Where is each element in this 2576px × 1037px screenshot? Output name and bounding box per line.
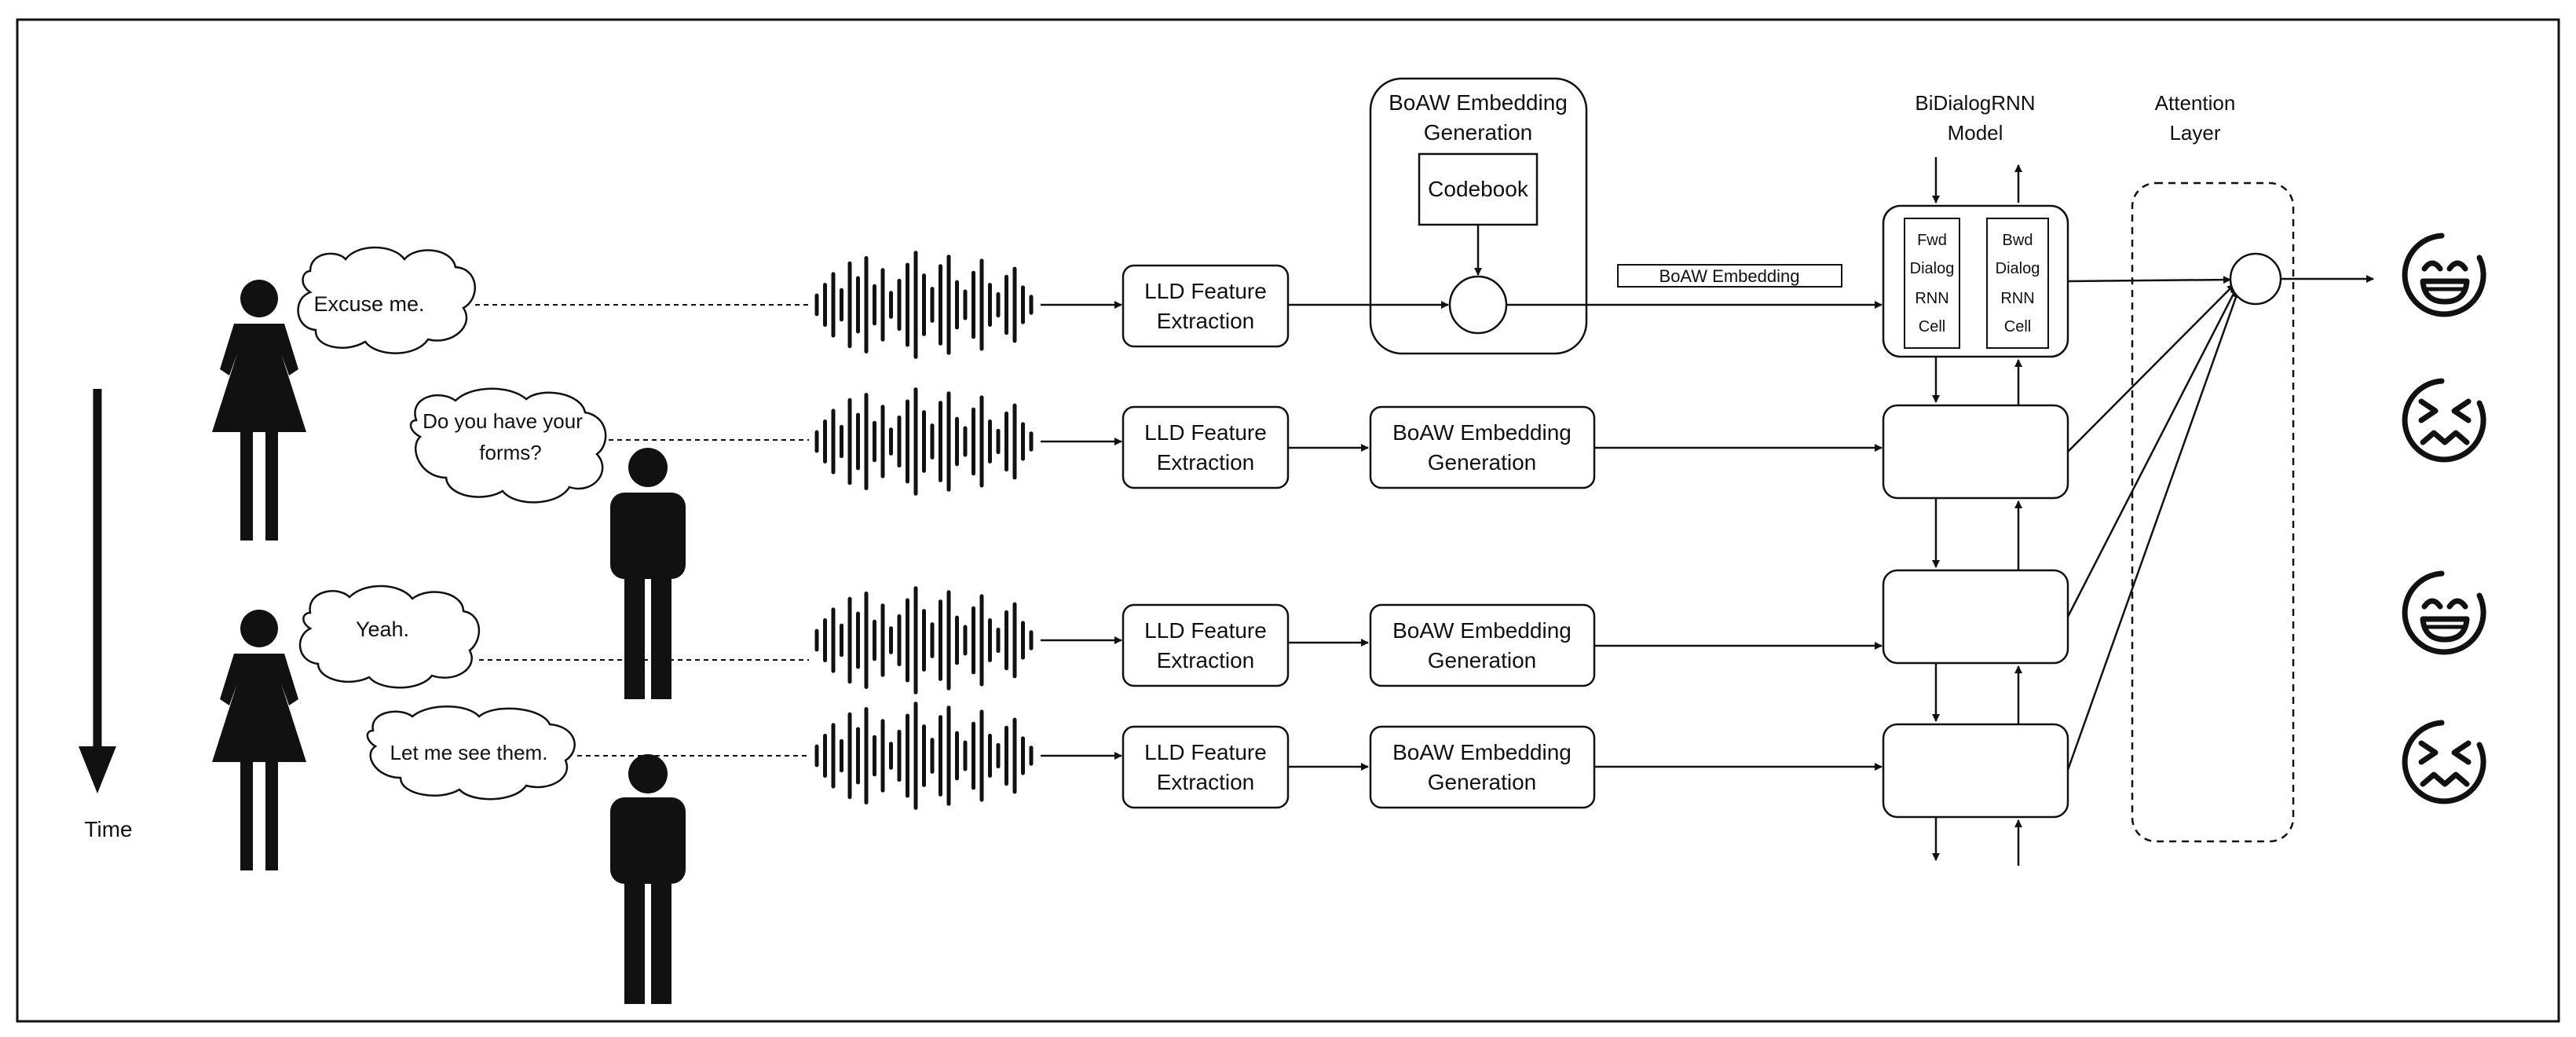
utterance-4-text: Let me see them.: [390, 741, 548, 764]
boaw-to-rnn-arrows: [1594, 444, 1883, 771]
rnn-title-1: BiDialogRNN: [1915, 91, 2035, 115]
bwd-cell-line-2: Dialog: [1996, 260, 2040, 277]
fwd-cell-line-2: Dialog: [1910, 260, 1955, 277]
attention-title-2: Layer: [2169, 121, 2220, 145]
disgusted-face-icon: [2402, 720, 2486, 804]
lld-box-4-line-1: LLD Feature: [1144, 740, 1267, 764]
time-label: Time: [84, 817, 132, 841]
lld-box-1-line-2: Extraction: [1157, 309, 1255, 333]
boaw-box-3-line-2: Generation: [1428, 648, 1537, 672]
speech-cloud-4: Let me see them.: [366, 705, 576, 801]
lld-box-2-line-2: Extraction: [1157, 450, 1255, 475]
speech-cloud-2: Do you have your forms?: [409, 387, 607, 504]
boaw-box-2-line-1: BoAW Embedding: [1392, 420, 1572, 445]
speech-cloud-3: Yeah.: [298, 584, 481, 689]
attention-layer-box: [2131, 181, 2295, 843]
boaw-expanded-block: BoAW Embedding Generation Codebook: [1369, 77, 1588, 355]
disgusted-face-icon: [2402, 378, 2486, 463]
happy-face-icon: [2402, 233, 2486, 317]
boaw-box-2: BoAW Embedding Generation: [1369, 405, 1596, 489]
waveform-1: [814, 251, 1034, 359]
fwd-cell-line-1: Fwd: [1917, 232, 1947, 249]
lld-box-3: LLD Feature Extraction: [1122, 603, 1290, 687]
rnn-to-attention-arrows: [2066, 276, 2240, 771]
bwd-cell: [1986, 218, 2049, 349]
boaw-box-3-line-1: BoAW Embedding: [1392, 618, 1572, 643]
bwd-cell-line-3: RNN: [2000, 290, 2034, 307]
diagram-frame: [16, 18, 2560, 1023]
attention-title-1: Attention: [2155, 91, 2236, 115]
lld-box-3-line-2: Extraction: [1157, 648, 1255, 672]
lld-box-4-line-2: Extraction: [1157, 770, 1255, 794]
attention-node: [2229, 252, 2282, 306]
speaker-woman-2: [212, 610, 306, 870]
lld-box-1: LLD Feature Extraction: [1122, 264, 1290, 348]
lld-box-4: LLD Feature Extraction: [1122, 725, 1290, 809]
fwd-cell-line-4: Cell: [1919, 318, 1945, 335]
boaw-box-4-line-1: BoAW Embedding: [1392, 740, 1572, 764]
codebook-label: Codebook: [1428, 177, 1529, 201]
speech-cloud-1: Excuse me.: [297, 246, 476, 354]
boaw-box-2-line-2: Generation: [1428, 450, 1537, 475]
utterance-1-text: Excuse me.: [313, 292, 424, 316]
lld-box-2: LLD Feature Extraction: [1122, 405, 1290, 489]
lld-box-3-line-1: LLD Feature: [1144, 618, 1267, 643]
boaw-expanded-title-2: Generation: [1424, 120, 1533, 145]
lld-to-boaw-arrows: [1288, 444, 1369, 771]
bwd-cell-line-1: Bwd: [2003, 232, 2033, 249]
speaker-man-2: [610, 754, 686, 1004]
lld-box-2-line-1: LLD Feature: [1144, 420, 1267, 445]
time-axis: Time: [79, 389, 133, 841]
waveform-4: [814, 702, 1034, 810]
utterance-2-line-1: Do you have your: [423, 409, 583, 433]
boaw-box-4: BoAW Embedding Generation: [1369, 725, 1596, 809]
fwd-cell: [1904, 218, 1960, 349]
rnn-cell-4: [1882, 723, 2069, 819]
speaker-woman-1: [212, 280, 306, 540]
rnn-cell-2: [1882, 404, 2069, 500]
boaw-embedding-tag: BoAW Embedding: [1617, 264, 1842, 288]
speaker-man-1: [610, 448, 686, 699]
waveform-3: [814, 586, 1034, 694]
waveform-2: [814, 387, 1034, 496]
boaw-aggregation-node: [1448, 275, 1508, 335]
boaw-box-3: BoAW Embedding Generation: [1369, 603, 1596, 687]
rnn-title-2: Model: [1948, 121, 2003, 145]
boaw-box-4-line-2: Generation: [1428, 770, 1537, 794]
boaw-expanded-title-1: BoAW Embedding: [1389, 90, 1568, 115]
fwd-cell-line-3: RNN: [1915, 290, 1948, 307]
waveform-arrows: [1041, 301, 1122, 760]
boaw-embedding-tag-label: BoAW Embedding: [1659, 266, 1800, 286]
utterance-3-text: Yeah.: [356, 617, 409, 641]
rnn-cell-1: Fwd Dialog RNN Cell Bwd Dialog RNN Cell: [1882, 204, 2069, 358]
rnn-recurrent-arrows: [1932, 157, 2022, 866]
bwd-cell-line-4: Cell: [2004, 318, 2031, 335]
dashed-connectors: [475, 304, 809, 757]
utterance-2-line-2: forms?: [479, 441, 541, 464]
rnn-cell-3: [1882, 569, 2069, 665]
lld-box-1-line-1: LLD Feature: [1144, 279, 1267, 303]
happy-face-icon: [2402, 570, 2486, 655]
